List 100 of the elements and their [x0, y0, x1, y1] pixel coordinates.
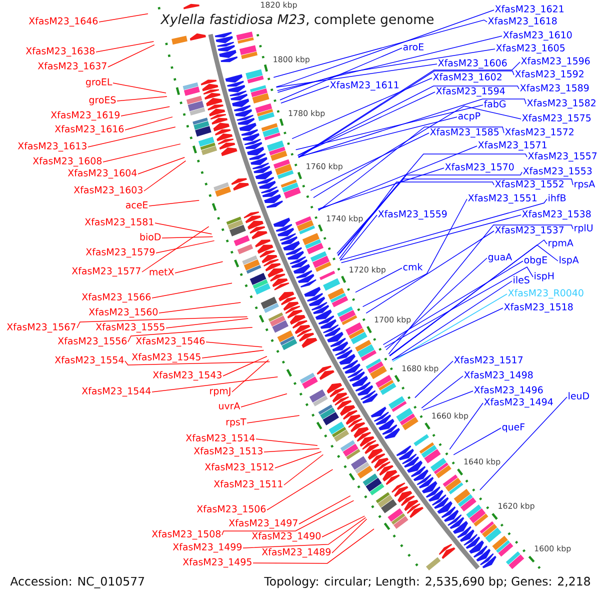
gene-label: rpsA — [574, 180, 596, 190]
gene-label: XfasM23_1546 — [136, 337, 205, 347]
leader-line — [318, 146, 478, 210]
leader-line — [384, 266, 534, 348]
gene-label: XfasM23_1499 — [172, 543, 242, 553]
gene-label: queF — [502, 423, 525, 432]
leader-line — [98, 13, 148, 22]
gene-label: XfasM23_1605 — [496, 44, 565, 54]
gene-label: metX — [150, 268, 174, 276]
leader-line — [128, 327, 253, 342]
leader-line — [338, 172, 522, 256]
info-text: Accession: NC_010577 — [10, 576, 144, 588]
gene-label: rpmJ — [210, 387, 230, 396]
leader-line — [280, 86, 330, 104]
gene-label: XfasM23_1557 — [528, 152, 597, 162]
leader-line — [96, 41, 154, 52]
gene-label: XfasM23_1543 — [152, 371, 222, 381]
leader-line — [76, 316, 248, 328]
leader-line — [264, 448, 320, 452]
gene-label: XfasM23_1611 — [330, 81, 398, 91]
leader-line — [144, 160, 186, 192]
gene-label: XfasM23_1602 — [433, 73, 502, 83]
gene-label: acpP — [458, 112, 480, 122]
leader-line — [256, 438, 318, 446]
gene-label: groEL — [86, 78, 112, 88]
gene-label: XfasM23_1613 — [18, 142, 86, 152]
gene-label: XfasM23_1579 — [86, 248, 155, 258]
gene-label: XfasM23_1577 — [72, 267, 140, 277]
leader-line — [116, 96, 168, 102]
leader-line — [392, 308, 504, 360]
leader-line — [421, 376, 464, 408]
gene-label: XfasM23_1554 — [54, 356, 124, 366]
leader-line — [202, 350, 264, 358]
gene-label: XfasM23_1495 — [182, 558, 252, 568]
gene-label: XfasM23_1553 — [523, 167, 592, 177]
gene-label: XfasM23_1637 — [38, 62, 106, 72]
leader-line — [88, 126, 176, 148]
gene-label: ispH — [534, 272, 554, 282]
gene-label: XfasM23_R0040 — [508, 289, 584, 299]
gene-label: fabG — [484, 100, 506, 108]
gene-label: XfasM23_1545 — [132, 353, 200, 363]
leader-line — [297, 92, 436, 156]
gene-label: XfasM23_1496 — [474, 386, 543, 396]
leader-line — [154, 222, 212, 234]
leader-line — [232, 359, 269, 392]
leader-line — [206, 342, 262, 348]
leader-line — [142, 226, 210, 272]
leader-line — [108, 44, 155, 68]
leader-line — [156, 240, 215, 254]
leader-line — [152, 282, 232, 298]
gene-label: leuD — [568, 392, 589, 400]
leader-line — [332, 518, 368, 554]
leader-line — [297, 86, 520, 156]
leader-line — [162, 236, 214, 238]
gene-label: XfasM23_1537 — [495, 226, 564, 236]
gene-label: XfasM23_1498 — [464, 371, 533, 381]
leader-line — [392, 294, 508, 362]
gene-label: aroE — [403, 43, 424, 50]
gene-label: XfasM23_1552 — [495, 180, 564, 190]
gene-label: XfasM23_1582 — [527, 99, 596, 109]
leader-line — [298, 98, 526, 158]
gene-label: XfasM23_1559 — [378, 210, 447, 220]
leader-line — [414, 360, 454, 398]
gene-label: XfasM23_1555 — [96, 323, 164, 333]
leader-line — [337, 154, 528, 256]
leader-line — [276, 10, 494, 88]
leader-line — [120, 106, 170, 116]
leader-line — [158, 302, 242, 314]
gene-label: XfasM23_1494 — [484, 398, 553, 408]
leader-line — [148, 200, 200, 206]
gene-label: XfasM23_1508 — [152, 530, 221, 540]
gene-label: XfasM23_1621 — [495, 5, 564, 15]
gene-label: XfasM23_1571 — [478, 141, 546, 151]
gene-label: aceE — [126, 201, 148, 208]
leader-line — [242, 517, 366, 548]
leader-line — [280, 48, 402, 100]
leader-line — [284, 454, 324, 486]
gene-label: XfasM23_1575 — [522, 114, 591, 124]
gene-label: rpmA — [548, 239, 574, 248]
gene-label: XfasM23_1566 — [82, 293, 151, 303]
leader-line — [298, 116, 458, 158]
gene-label: XfasM23_1567 — [6, 323, 76, 333]
gene-label: XfasM23_1544 — [82, 387, 151, 397]
gene-label: ihfB — [548, 194, 566, 202]
gene-label: XfasM23_1570 — [445, 163, 514, 173]
leader-line — [340, 214, 522, 264]
gene-label: uvrA — [219, 402, 240, 410]
leader-line — [174, 261, 224, 274]
gene-label: XfasM23_1551 — [468, 194, 536, 204]
gene-label: guaA — [488, 253, 512, 262]
leader-line — [449, 402, 484, 450]
leader-line — [318, 168, 444, 210]
leader-line — [152, 376, 278, 392]
gene-label: XfasM23_1556 — [58, 337, 127, 347]
gene-label: groES — [89, 96, 116, 106]
gene-label: obgE — [524, 256, 547, 266]
gene-label: XfasM23_1604 — [68, 169, 137, 179]
leader-line — [388, 224, 574, 354]
leader-line — [292, 78, 432, 140]
leader-line — [273, 20, 488, 78]
